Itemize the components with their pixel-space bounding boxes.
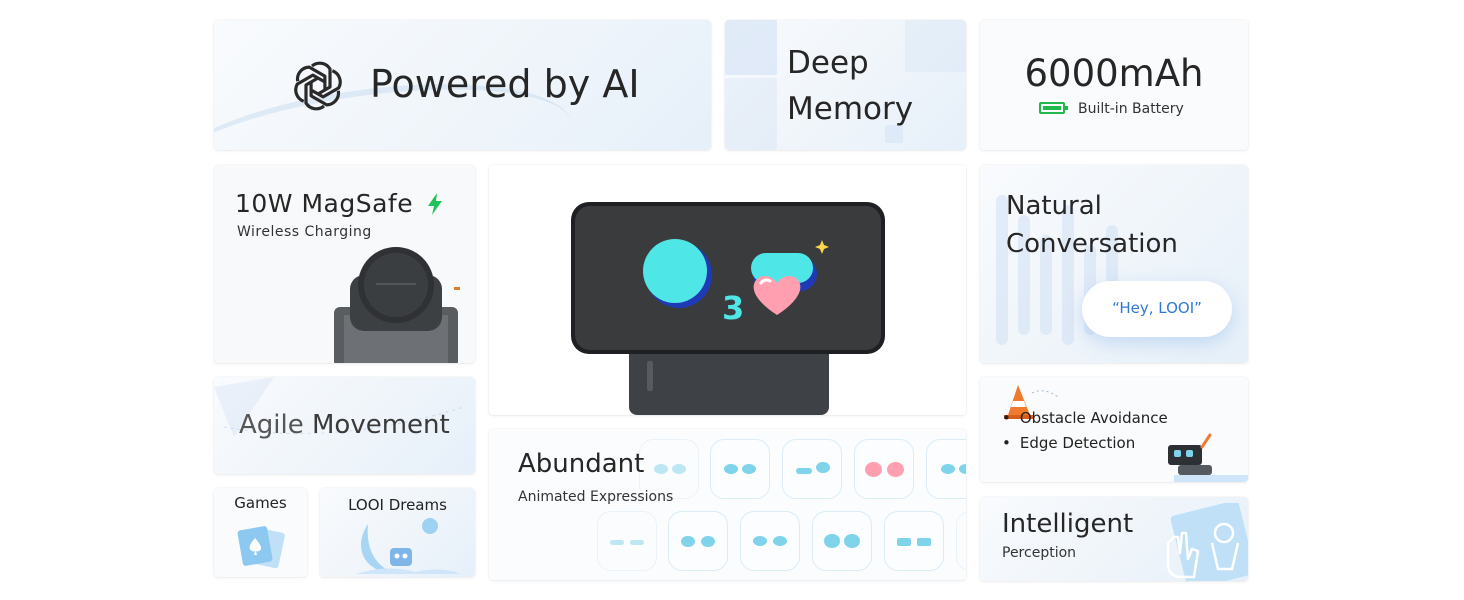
motion-lines [214,377,465,437]
natural-conversation-title: Natural Conversation [1006,191,1178,259]
natural-conversation-card: Natural Conversation “Hey, LOOI” [980,165,1248,363]
speech-bubble: “Hey, LOOI” [1082,281,1232,337]
expression-tile [710,439,770,499]
games-card: Games [214,488,307,577]
expression-tile [926,439,966,499]
device-showcase-card: 3 [489,165,966,415]
expression-tile [854,439,914,499]
abundant-subtitle: Animated Expressions [518,489,674,505]
looi-dreams-card: LOOI Dreams [320,488,475,577]
memory-block [725,78,777,150]
memory-block [725,20,777,75]
powered-by-ai-title: Powered by AI [370,62,640,106]
abundant-expressions-card: Abundant Animated Expressions [489,429,966,580]
device-illustration [571,202,885,415]
agile-movement-card: Agile Movement [214,377,475,474]
memory-block [885,125,903,143]
hand-icon [1166,503,1248,581]
openai-logo-icon [294,61,342,111]
magsafe-subtitle: Wireless Charging [237,224,372,240]
movement-word: Movement [303,410,450,440]
battery-card: 6000mAh Built-in Battery [980,20,1248,150]
intelligent-subtitle: Perception [1002,545,1077,561]
expression-tile [884,511,944,571]
charger-illustration [334,247,460,363]
obstacle-card: Obstacle Avoidance Edge Detection [980,377,1248,482]
intelligent-title: Intelligent [1002,509,1134,539]
bolt-icon [428,193,442,215]
agile-movement-title: Agile Movement [239,410,450,440]
spade-card-icon [237,526,285,569]
magsafe-card: 10W MagSafe Wireless Charging [214,165,475,363]
device-face-number: 3 [722,289,745,327]
agile-word: Agile [239,410,304,440]
memory-block [905,20,966,72]
battery-capacity: 6000mAh [1024,52,1204,95]
battery-icon [1039,102,1068,114]
expression-tile [639,439,699,499]
deep-memory-title: Deep Memory [787,45,914,127]
obstacle-avoidance-item: Obstacle Avoidance [1002,409,1168,427]
robot-icon [1168,433,1248,482]
expression-tile [597,511,657,571]
looi-dreams-title: LOOI Dreams [348,496,447,514]
magsafe-title: 10W MagSafe [235,189,414,218]
moon-robot-icon [356,518,461,574]
battery-subtitle: Built-in Battery [1078,101,1184,117]
expression-tile [668,511,728,571]
abundant-title: Abundant [518,449,645,479]
expression-tile [812,511,872,571]
edge-detection-item: Edge Detection [1002,434,1135,452]
expression-tile [782,439,842,499]
powered-by-ai-card: Powered by AI [214,20,711,150]
speech-bubble-text: “Hey, LOOI” [1112,299,1202,317]
deep-memory-card: Deep Memory [725,20,966,150]
games-title: Games [234,494,287,512]
intelligent-perception-card: Intelligent Perception [980,497,1248,581]
expression-tile [956,511,966,571]
expression-tile [740,511,800,571]
